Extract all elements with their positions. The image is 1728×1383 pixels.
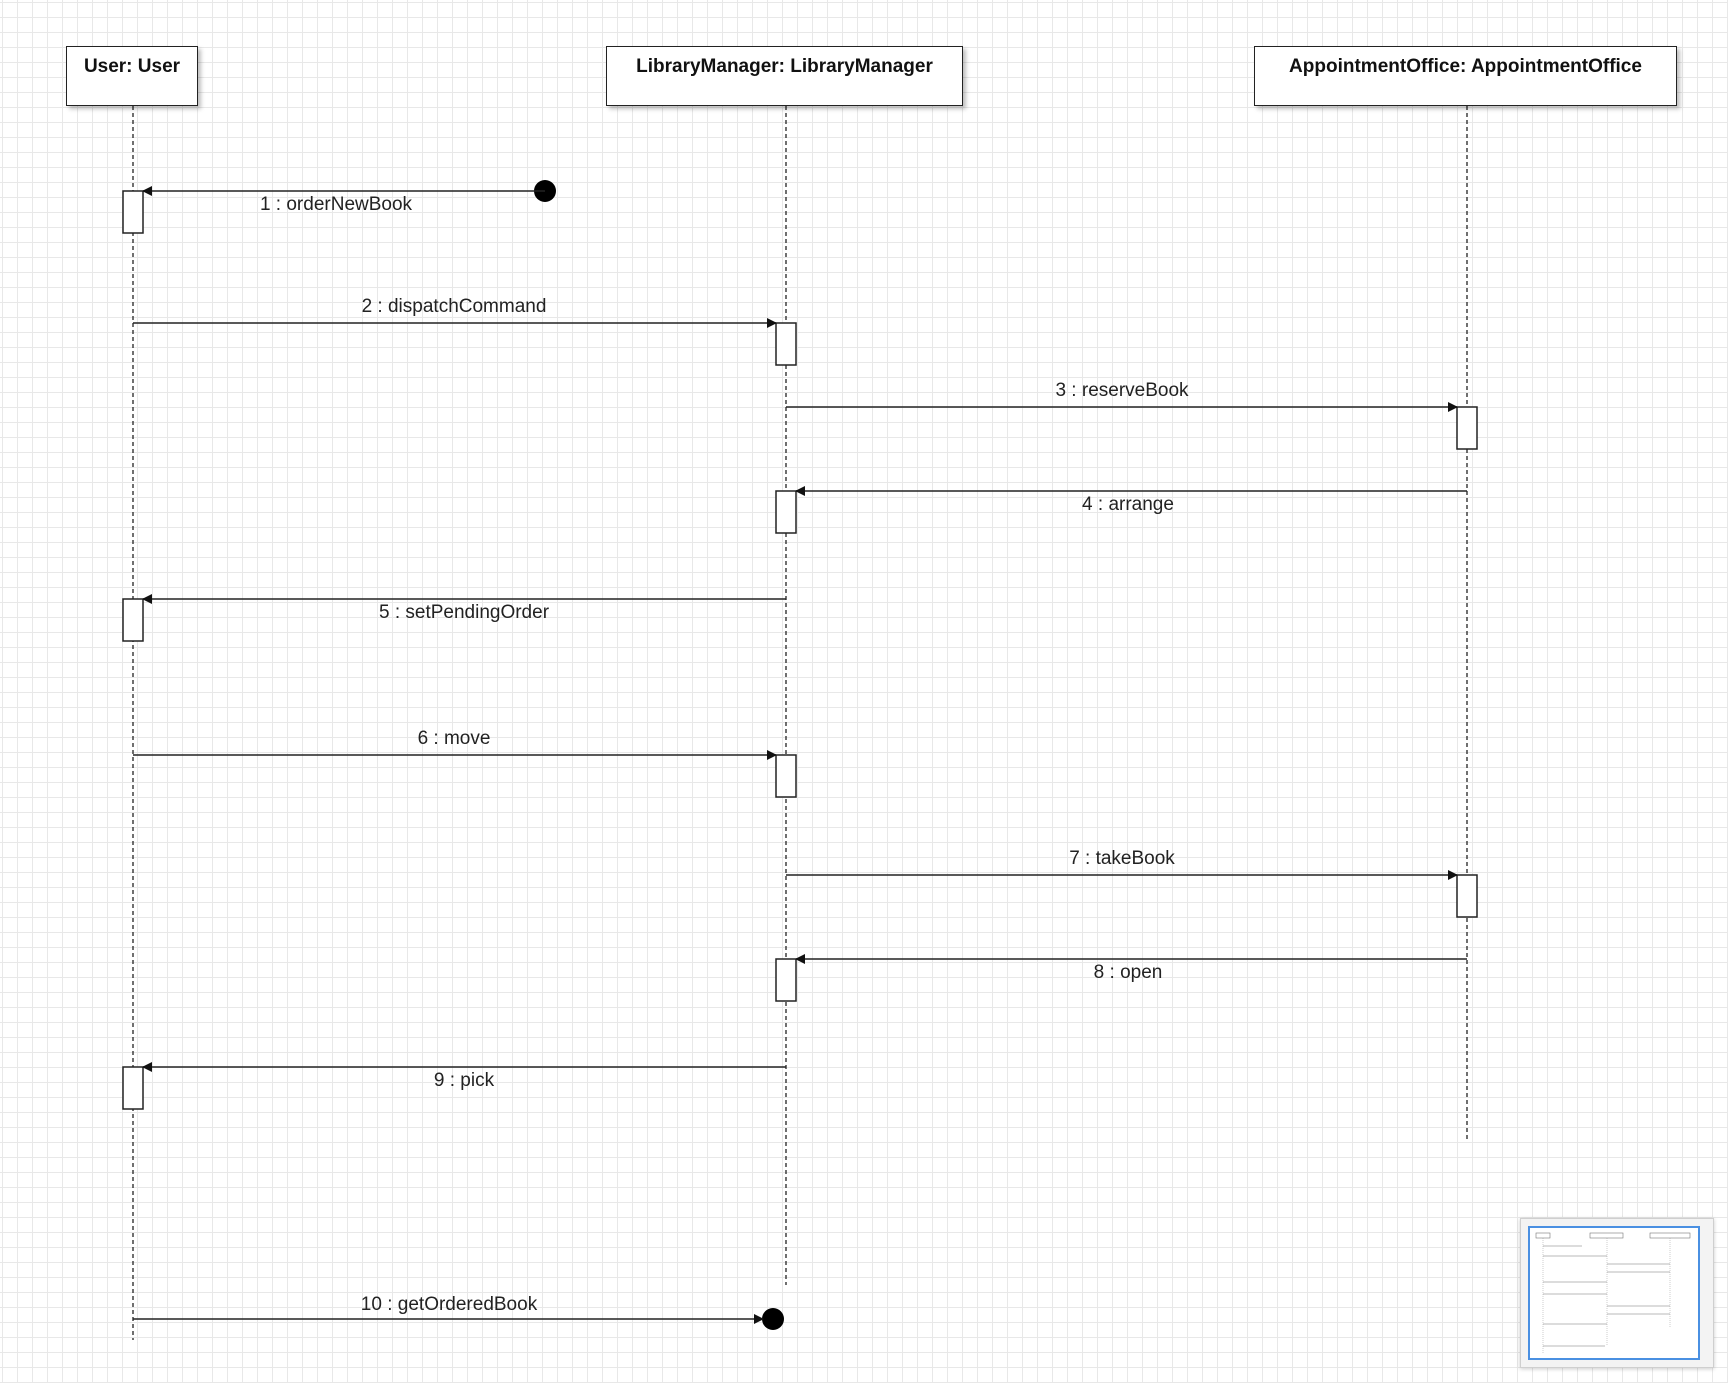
activation-bar-7 <box>1456 874 1478 918</box>
lost-message-end-dot <box>762 1308 784 1330</box>
message-9-label: 9 : pick <box>433 1070 495 1091</box>
lifeline-manager-head[interactable]: LibraryManager: LibraryManager <box>606 46 963 106</box>
diagram-minimap[interactable] <box>1520 1218 1714 1368</box>
activation-bar-1 <box>122 190 144 234</box>
message-2-label: 2 : dispatchCommand <box>361 296 547 317</box>
lifeline-office-head[interactable]: AppointmentOffice: AppointmentOffice <box>1254 46 1677 106</box>
activation-bar-4 <box>775 490 797 534</box>
message-10-label: 10 : getOrderedBook <box>360 1294 538 1315</box>
activation-bar-9 <box>122 1066 144 1110</box>
lifeline-user-label: User: User <box>83 56 181 77</box>
message-5-label: 5 : setPendingOrder <box>378 602 550 623</box>
minimap-viewport[interactable] <box>1528 1226 1700 1360</box>
message-8-label: 8 : open <box>1093 962 1163 983</box>
activation-bar-2 <box>775 322 797 366</box>
lifeline-user-head[interactable]: User: User <box>66 46 198 106</box>
message-1-label: 1 : orderNewBook <box>259 194 413 215</box>
activation-bar-6 <box>775 754 797 798</box>
activation-bar-8 <box>775 958 797 1002</box>
message-3-label: 3 : reserveBook <box>1055 380 1189 401</box>
minimap-preview <box>1535 1232 1691 1353</box>
activation-bar-3 <box>1456 406 1478 450</box>
message-4-label: 4 : arrange <box>1082 494 1174 515</box>
message-6-label: 6 : move <box>417 728 491 749</box>
activation-bar-5 <box>122 598 144 642</box>
lifeline-manager-label: LibraryManager: LibraryManager <box>636 56 933 77</box>
message-7-label: 7 : takeBook <box>1069 848 1175 869</box>
lifeline-office-label: AppointmentOffice: AppointmentOffice <box>1289 56 1642 77</box>
